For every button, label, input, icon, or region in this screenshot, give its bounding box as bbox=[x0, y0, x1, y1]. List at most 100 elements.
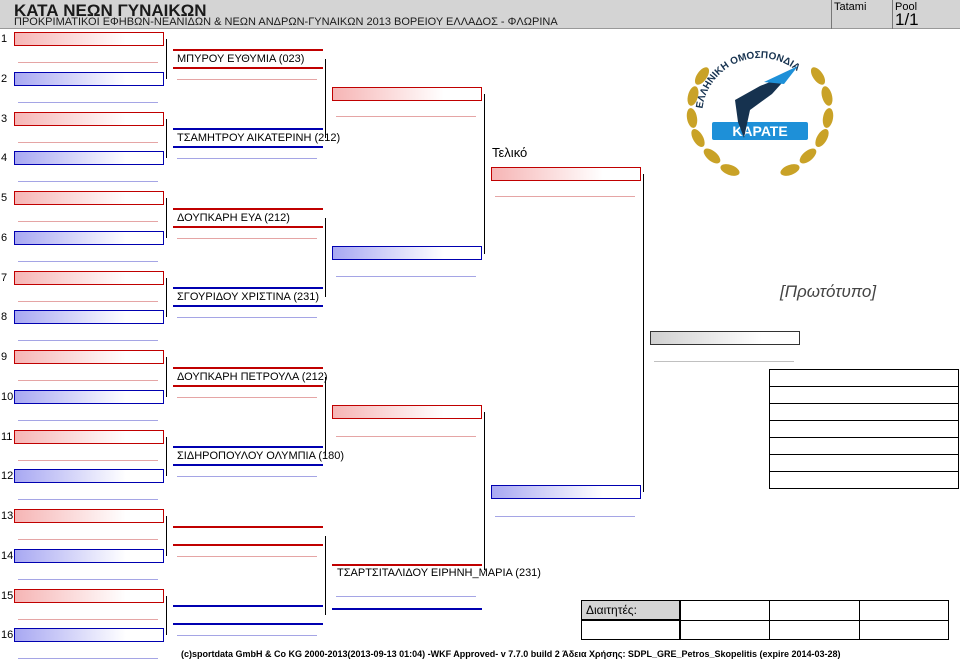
bout-slot-aka[interactable] bbox=[14, 509, 164, 523]
score-line bbox=[18, 181, 158, 183]
score-line bbox=[18, 419, 158, 421]
score-line bbox=[177, 635, 317, 637]
bracket-connector bbox=[643, 174, 644, 492]
bout-slot-aka[interactable] bbox=[491, 167, 641, 181]
pool-label: Pool bbox=[895, 1, 918, 13]
bracket-connector bbox=[166, 595, 167, 636]
score-line bbox=[654, 361, 794, 362]
results-row-line bbox=[769, 386, 959, 387]
bout-slot-ao[interactable] bbox=[14, 548, 164, 563]
bout-slot-ao[interactable] bbox=[14, 469, 164, 484]
score-line bbox=[18, 578, 158, 580]
row-number: 11 bbox=[1, 430, 13, 443]
bout-slot-ao[interactable] bbox=[332, 246, 482, 260]
results-row-line bbox=[769, 403, 959, 404]
winner-slot[interactable] bbox=[650, 331, 800, 345]
karateka-icon bbox=[735, 74, 790, 138]
bout-underline bbox=[173, 207, 323, 210]
score-line bbox=[18, 618, 158, 620]
row-number: 3 bbox=[1, 112, 8, 125]
bout-slot-aka[interactable] bbox=[14, 350, 164, 364]
results-row-line bbox=[769, 471, 959, 472]
bout-slot-aka[interactable] bbox=[14, 111, 164, 126]
row-number: 8 bbox=[1, 311, 8, 324]
bout-underline bbox=[173, 225, 323, 228]
bout-underline bbox=[173, 66, 323, 69]
bracket-connector bbox=[325, 535, 326, 616]
bout-underline bbox=[173, 605, 323, 608]
results-row-line bbox=[769, 437, 959, 438]
row-number: 15 bbox=[1, 589, 14, 602]
header-bar bbox=[0, 0, 960, 29]
bout-underline bbox=[173, 128, 323, 131]
score-line bbox=[177, 78, 317, 80]
competitor-name: ΤΣΑΡΤΣΙΤΑΛΙΔΟΥ ΕΙΡΗΝΗ_ΜΑΡΙΑ (231) bbox=[337, 567, 541, 579]
referees-col-line bbox=[769, 600, 770, 640]
results-table bbox=[769, 369, 959, 489]
bout-underline bbox=[173, 305, 323, 308]
bracket-connector bbox=[325, 217, 326, 298]
bout-slot-aka[interactable] bbox=[14, 270, 164, 285]
bout-slot-ao[interactable] bbox=[14, 628, 164, 643]
score-line bbox=[495, 516, 635, 517]
score-line bbox=[177, 396, 317, 398]
competitor-name: ΜΠΥΡΟΥ ΕΥΘΥΜΙΑ (023) bbox=[177, 52, 305, 65]
final-label: Τελικό bbox=[492, 145, 528, 160]
bout-slot-aka[interactable] bbox=[332, 405, 482, 419]
referees-row-line bbox=[680, 620, 949, 621]
bout-underline bbox=[173, 464, 323, 467]
bout-slot-aka[interactable] bbox=[14, 191, 164, 205]
bout-underline bbox=[173, 366, 323, 369]
bout-slot-ao[interactable] bbox=[491, 485, 641, 499]
row-number: 13 bbox=[1, 510, 14, 522]
bracket-connector bbox=[166, 198, 167, 238]
score-line bbox=[18, 539, 158, 540]
bout-slot-ao[interactable] bbox=[14, 230, 164, 245]
bout-underline bbox=[332, 608, 482, 610]
logo-banner bbox=[712, 122, 808, 140]
bout-slot-ao[interactable] bbox=[14, 71, 164, 86]
bracket-connector bbox=[166, 39, 167, 79]
bout-slot-ao[interactable] bbox=[14, 310, 164, 325]
bout-slot-ao[interactable] bbox=[14, 151, 164, 166]
row-number: 7 bbox=[1, 271, 8, 284]
bout-slot-aka[interactable] bbox=[14, 429, 164, 444]
bout-underline bbox=[173, 446, 323, 449]
score-line bbox=[18, 221, 158, 222]
row-number: 14 bbox=[1, 549, 14, 562]
score-line bbox=[18, 459, 158, 461]
row-number: 16 bbox=[1, 629, 14, 642]
competitor-name: ΤΣΑΜΗΤΡΟΥ ΑΙΚΑΤΕΡΙΝΗ (212) bbox=[177, 132, 341, 145]
row-number: 12 bbox=[1, 470, 14, 483]
row-number: 4 bbox=[1, 152, 8, 165]
score-line bbox=[177, 555, 317, 557]
bracket-connector bbox=[325, 376, 326, 457]
score-line bbox=[18, 499, 158, 501]
score-line bbox=[18, 101, 158, 103]
bout-slot-aka[interactable] bbox=[332, 87, 482, 101]
bracket-connector bbox=[166, 436, 167, 477]
competitor-name: ΔΟΥΠΚΑΡΗ ΕΥΑ (212) bbox=[177, 211, 290, 224]
prototype-label: [Πρωτότυπο] bbox=[780, 282, 877, 301]
bout-underline bbox=[173, 287, 323, 290]
score-line bbox=[18, 260, 158, 262]
bout-underline bbox=[173, 525, 323, 528]
bout-slot-ao[interactable] bbox=[14, 389, 164, 404]
bracket-connector bbox=[166, 118, 167, 159]
results-row-line bbox=[769, 454, 959, 455]
competitor-name: ΣΙΔΗΡΟΠΟΥΛΟΥ ΟΛΥΜΠΙΑ (180) bbox=[177, 450, 345, 463]
row-number: 9 bbox=[1, 351, 8, 363]
bracket-connector bbox=[166, 357, 167, 397]
score-line bbox=[495, 196, 635, 197]
competitor-name: ΔΟΥΠΚΑΡΗ ΠΕΤΡΟΥΛΑ (212) bbox=[177, 370, 328, 383]
category-title: ΚΑΤΑ ΝΕΩΝ ΓΥΝΑΙΚΩΝ bbox=[14, 1, 207, 20]
bout-slot-aka[interactable] bbox=[14, 32, 164, 46]
score-line bbox=[177, 317, 317, 319]
referees-cell bbox=[581, 620, 680, 640]
footer-credits: (c)sportdata GmbH & Co KG 2000-2013(2013… bbox=[181, 649, 841, 659]
score-line bbox=[18, 62, 158, 63]
bout-slot-aka[interactable] bbox=[14, 588, 164, 603]
header-divider bbox=[892, 0, 893, 29]
score-line bbox=[336, 276, 476, 277]
score-line bbox=[18, 340, 158, 342]
